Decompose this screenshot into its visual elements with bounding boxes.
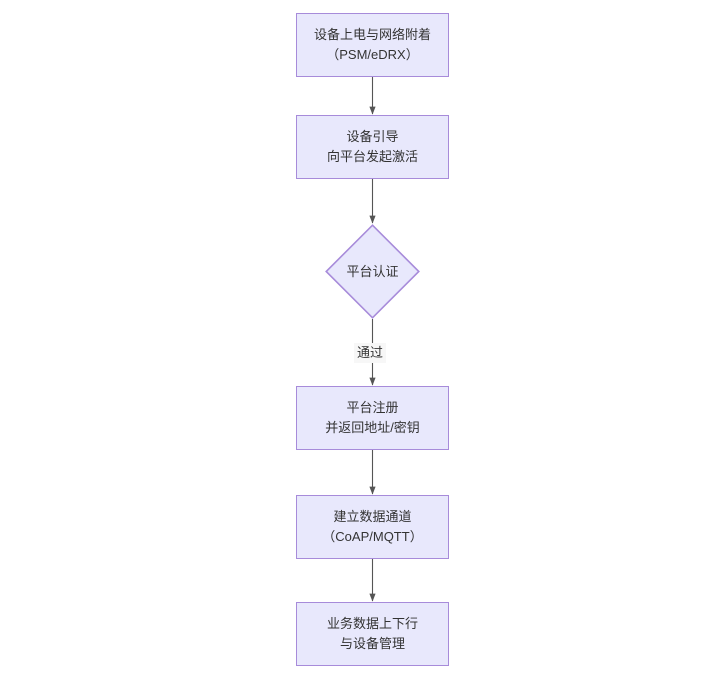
node-label-line1: 平台认证 [346,263,399,279]
node-device-power-on[interactable]: 设备上电与网络附着 （PSM/eDRX） [296,13,449,77]
node-business-data-and-device-management[interactable]: 业务数据上下行 与设备管理 [296,602,449,666]
diamond-shape [325,224,420,319]
node-platform-registration[interactable]: 平台注册 并返回地址/密钥 [296,386,449,450]
node-device-bootstrap[interactable]: 设备引导 向平台发起激活 [296,115,449,179]
node-label-line2: （CoAP/MQTT） [322,529,423,544]
node-establish-data-channel[interactable]: 建立数据通道 （CoAP/MQTT） [296,495,449,559]
node-label-line1: 建立数据通道 [333,509,412,524]
node-platform-authentication[interactable]: 平台认证 [325,224,420,319]
node-label-line2: 与设备管理 [339,636,405,651]
node-label-line1: 设备上电与网络附着 [313,27,431,42]
node-label-line1: 平台注册 [346,400,399,415]
edge-label-pass: 通过 [354,343,387,363]
node-label-line1: 业务数据上下行 [326,616,418,631]
node-label-line2: （PSM/eDRX） [326,47,419,62]
node-label-line2: 向平台发起激活 [326,149,418,164]
node-label-line2: 并返回地址/密钥 [325,420,420,435]
node-label-line1: 设备引导 [346,129,399,144]
